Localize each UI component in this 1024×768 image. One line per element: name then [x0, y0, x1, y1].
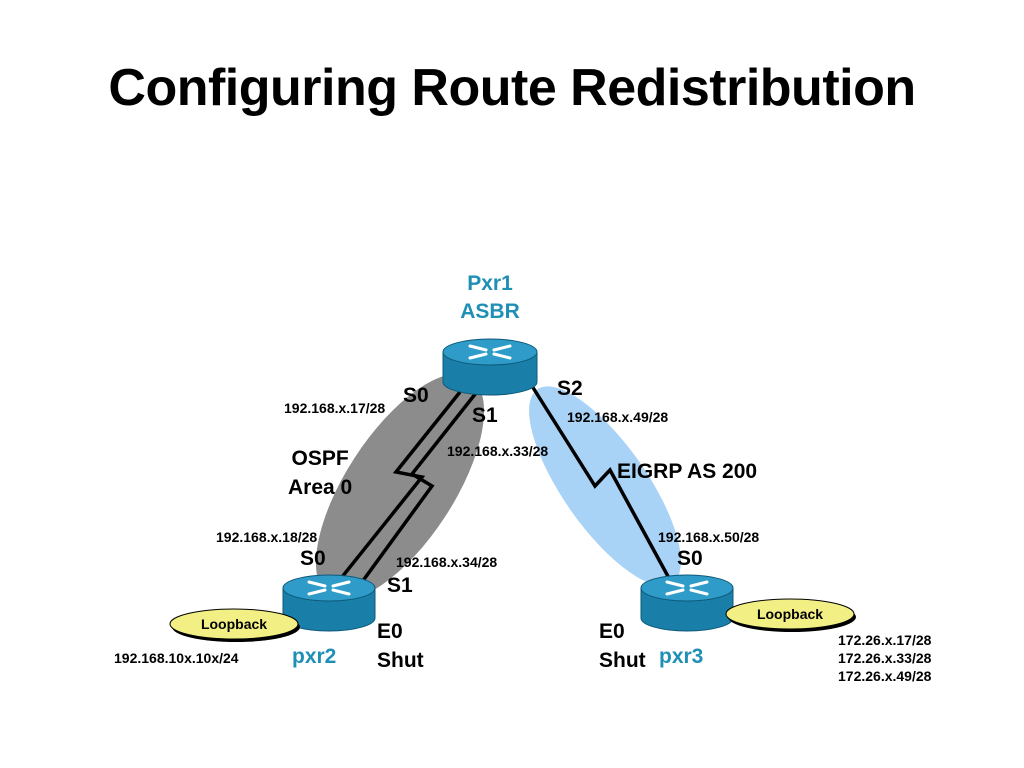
- loopback-pxr2-label: Loopback: [200, 616, 268, 632]
- loopback-pxr3-address: 172.26.x.17/28: [838, 632, 932, 648]
- pxr2-e0-state: Shut: [377, 649, 424, 672]
- pxr2-s0-port: S0: [300, 547, 326, 570]
- pxr2-s1-port: S1: [387, 574, 413, 597]
- router-icon[interactable]: [282, 574, 376, 632]
- pxr3-e0-port: E0: [599, 620, 625, 643]
- loopback-pxr2-address: 192.168.10x.10x/24: [114, 650, 239, 666]
- pxr2-s0-address: 192.168.x.18/28: [216, 529, 318, 545]
- serial-link-s0: [320, 390, 462, 604]
- ospf-area-line2: Area 0: [288, 476, 353, 499]
- ospf-area-line1: OSPF: [291, 447, 349, 470]
- pxr3-s0-address: 192.168.x.50/28: [658, 529, 760, 545]
- router-icon[interactable]: [640, 574, 734, 632]
- pxr3-e0-state: Shut: [599, 649, 646, 672]
- loopback-pxr3-address: 172.26.x.33/28: [838, 650, 932, 666]
- pxr1-s0-port: S0: [403, 384, 429, 407]
- page-title: Configuring Route Redistribution: [108, 59, 916, 117]
- loopback-pxr3-addresses: 172.26.x.17/28 172.26.x.33/28 172.26.x.4…: [838, 631, 931, 685]
- eigrp-area-label: EIGRP AS 200: [617, 460, 758, 483]
- pxr3-e0-label: E0 Shut: [599, 617, 646, 675]
- router-pxr1-name: Pxr1: [467, 272, 513, 295]
- router-pxr3-name: pxr3: [659, 645, 704, 668]
- loopback-shape-pxr3: [725, 598, 855, 630]
- router-pxr1-label: Pxr1 ASBR: [440, 270, 540, 326]
- pxr2-e0-label: E0 Shut: [377, 617, 424, 675]
- eigrp-area-shape: [529, 386, 681, 586]
- loopback-shape-pxr2: [169, 608, 299, 640]
- ospf-area-shape: [315, 374, 485, 600]
- router-pxr1-role: ASBR: [460, 300, 520, 323]
- router-icon[interactable]: [442, 338, 538, 396]
- pxr1-s2-port: S2: [557, 377, 583, 400]
- pxr3-s0-port: S0: [677, 547, 703, 570]
- pxr1-s0-address: 192.168.x.17/28: [284, 400, 386, 416]
- pxr1-s1-address: 192.168.x.33/28: [447, 443, 549, 459]
- loopback-pxr3-address: 172.26.x.49/28: [838, 668, 932, 684]
- pxr1-s2-address: 192.168.x.49/28: [567, 409, 669, 425]
- pxr2-s1-address: 192.168.x.34/28: [396, 554, 498, 570]
- pxr1-s1-port: S1: [472, 404, 498, 427]
- ospf-area-label: OSPF Area 0: [288, 444, 352, 502]
- loopback-pxr3-label: Loopback: [756, 606, 824, 622]
- router-pxr2-name: pxr2: [292, 645, 337, 668]
- serial-link-s2: [530, 385, 672, 581]
- pxr2-e0-port: E0: [377, 620, 403, 643]
- serial-link-s1: [344, 391, 478, 606]
